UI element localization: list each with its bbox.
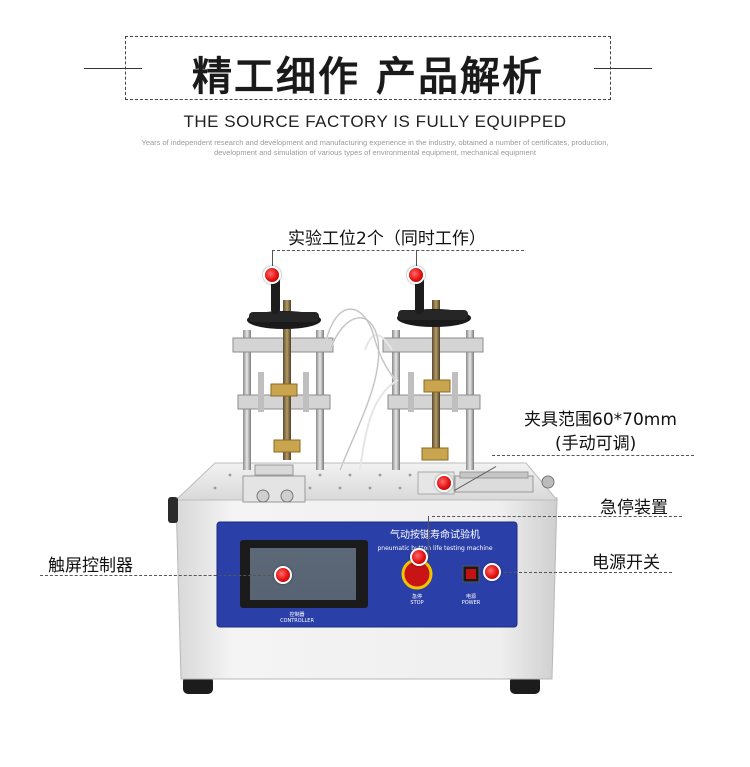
stop-en-label: STOP: [410, 600, 423, 606]
station-right: [382, 272, 484, 470]
leader-emergency-stop-drop: [428, 516, 429, 558]
title-frame: [125, 36, 611, 100]
callout-stations: 实验工位2个（同时工作）: [288, 229, 486, 249]
title-left-rule: [84, 68, 142, 69]
callout-power-switch: 电源开关: [592, 553, 660, 573]
power-cn-label: 电源: [466, 593, 476, 600]
leader-power-switch: [494, 572, 672, 573]
leader-stations: [272, 250, 524, 251]
panel-name-cn: 气动按键寿命试验机: [390, 528, 480, 541]
leader-touchscreen: [40, 575, 276, 576]
callout-fixture-line1: 夹具范围60*70mm: [524, 410, 677, 430]
leader-stations-right-drop: [416, 250, 417, 268]
description-line-2: development and simulation of various ty…: [214, 148, 536, 157]
callout-touchscreen: 触屏控制器: [48, 556, 133, 576]
leader-emergency-stop: [432, 516, 682, 517]
leader-fixture: [492, 455, 694, 456]
controller-cn-label: 控制器: [289, 611, 304, 618]
marker-station-right: [407, 266, 425, 284]
page-title: 精工细作 产品解析: [192, 54, 544, 100]
title-right-rule: [594, 68, 652, 69]
description-line-1: Years of independent research and develo…: [141, 138, 609, 147]
foot-left: [183, 676, 213, 694]
marker-fixture: [435, 474, 453, 492]
marker-emergency-stop: [410, 548, 428, 566]
side-knob: [168, 497, 178, 523]
air-tubes: [324, 308, 399, 471]
page-subtitle: THE SOURCE FACTORY IS FULLY EQUIPPED: [183, 112, 567, 131]
marker-station-left: [263, 266, 281, 284]
panel-name-en: pneumatic button life testing machine: [377, 545, 492, 552]
leader-stations-left-drop: [272, 250, 273, 268]
marker-power-switch: [483, 563, 501, 581]
power-en-label: POWER: [462, 600, 481, 606]
description: Years of independent research and develo…: [120, 138, 630, 158]
stop-cn-label: 急停: [412, 593, 422, 600]
foot-right: [510, 676, 540, 694]
marker-touchscreen: [274, 566, 292, 584]
fixture-left: [242, 464, 306, 503]
callout-emergency-stop: 急停装置: [600, 498, 668, 518]
controller-en-label: CONTROLLER: [280, 618, 314, 624]
station-left: [232, 272, 334, 470]
callout-fixture-line2: (手动可调): [555, 434, 637, 454]
